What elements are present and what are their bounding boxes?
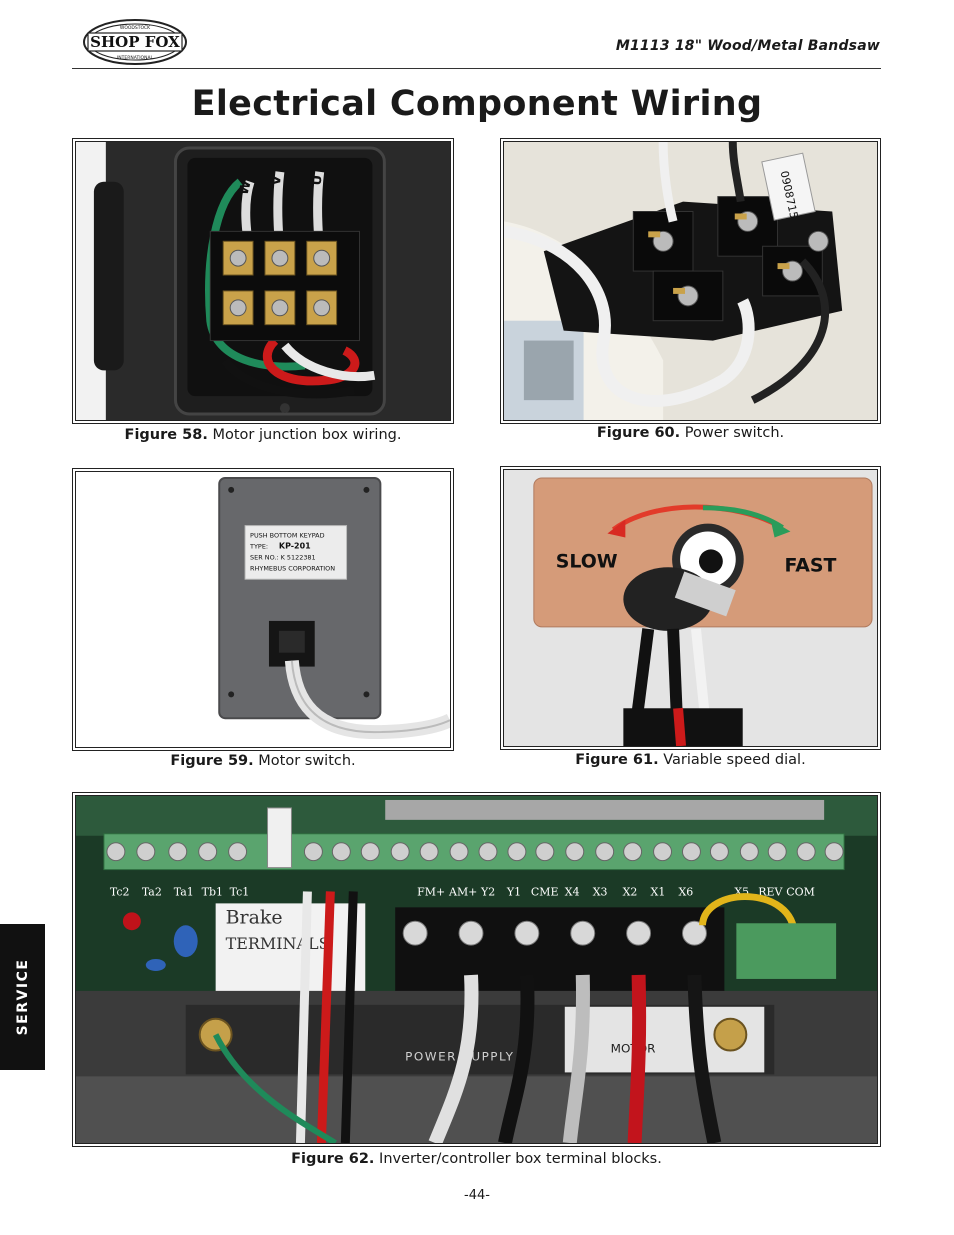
- photo-label-fast: FAST: [784, 554, 836, 576]
- logo-text: SHOP FOX: [90, 33, 180, 51]
- keypad-label-maker: RHYMEBUS CORPORATION: [250, 564, 335, 572]
- brake-label: Brake: [226, 906, 283, 928]
- figure-60-label: Figure 60.: [596, 425, 681, 441]
- terminal-label-ta1: Ta1: [174, 885, 194, 898]
- terminal-label-rev: REV: [758, 885, 783, 898]
- terminal-label-x3: X3: [593, 885, 608, 898]
- logo-small-top: WOODSTOCK: [120, 25, 151, 31]
- page-number: -44-: [464, 1188, 490, 1203]
- figure-61-label: Figure 61.: [575, 752, 659, 768]
- section-tab-label: SERVICE: [14, 958, 31, 1036]
- terminal-label-tc1: Tc1: [230, 885, 250, 898]
- photo-label-v: V: [269, 175, 285, 186]
- figure-62-caption: Figure 62. Inverter/controller box termi…: [72, 1151, 881, 1167]
- terminal-label-x6: X6: [678, 885, 693, 898]
- keypad-label-model: KP-201: [279, 541, 311, 550]
- terminal-label-y1: Y1: [506, 885, 521, 898]
- terminal-label-cme: CME: [531, 885, 559, 898]
- figure-60-photo: 0908715: [500, 138, 881, 424]
- figure-61-photo: SLOW FAST: [500, 466, 881, 750]
- terminal-label-fm: FM+: [417, 885, 445, 898]
- figure-59-photo: PUSH BOTTOM KEYPAD TYPE: KP-201 SER NO.:…: [72, 468, 454, 751]
- figure-58-text: Motor junction box wiring.: [212, 427, 402, 443]
- page-title: Electrical Component Wiring: [191, 84, 763, 124]
- terminal-label-tc2: Tc2: [110, 885, 130, 898]
- photo-label-slow: SLOW: [556, 550, 618, 572]
- figure-58-label: Figure 58.: [124, 427, 208, 443]
- terminal-label-ta2: Ta2: [142, 885, 162, 898]
- figure-60-text: Power switch.: [684, 425, 785, 441]
- keypad-label-serial: SER NO.: K 5122381: [250, 553, 316, 561]
- terminal-label-am: AM+: [448, 885, 477, 898]
- section-tab-service: SERVICE: [0, 924, 45, 1070]
- figure-59-caption: Figure 59. Motor switch.: [72, 753, 454, 769]
- terminal-label-x4: X4: [565, 885, 580, 898]
- terminal-label-x1: X1: [651, 885, 666, 898]
- figure-62-label: Figure 62.: [291, 1151, 375, 1167]
- terminal-label-tb1: Tb1: [202, 885, 223, 898]
- figure-59-label: Figure 59.: [170, 753, 254, 769]
- figure-59-text: Motor switch.: [258, 753, 356, 769]
- figure-62-photo: Tc2 Ta2 Ta1 Tb1 Tc1 FM+ AM+ Y2 Y1 CME X4…: [72, 792, 881, 1147]
- shop-fox-logo: SHOP FOX WOODSTOCK INTERNATIONAL: [82, 18, 188, 66]
- figure-58-photo: W V U: [72, 138, 454, 424]
- terminal-label-y2: Y2: [480, 885, 495, 898]
- figure-61-caption: Figure 61. Variable speed dial.: [500, 752, 881, 768]
- photo-label-w: W: [236, 179, 254, 197]
- figure-60-caption: Figure 60. Power switch.: [500, 425, 881, 441]
- terminals-label: TERMINALS: [226, 934, 330, 953]
- terminal-label-x2: X2: [623, 885, 638, 898]
- terminal-label-com: COM: [786, 885, 815, 898]
- photo-label-u: U: [310, 174, 326, 186]
- document-title: M1113 18" Wood/Metal Bandsaw: [615, 38, 880, 54]
- figure-62-text: Inverter/controller box terminal blocks.: [379, 1151, 662, 1167]
- figure-58-caption: Figure 58. Motor junction box wiring.: [72, 427, 454, 443]
- header-rule: [72, 68, 881, 69]
- logo-small-bottom: INTERNATIONAL: [117, 55, 154, 61]
- keypad-label-type: TYPE:: [249, 542, 268, 550]
- figure-61-text: Variable speed dial.: [663, 752, 806, 768]
- keypad-label-line1: PUSH BOTTOM KEYPAD: [250, 532, 325, 540]
